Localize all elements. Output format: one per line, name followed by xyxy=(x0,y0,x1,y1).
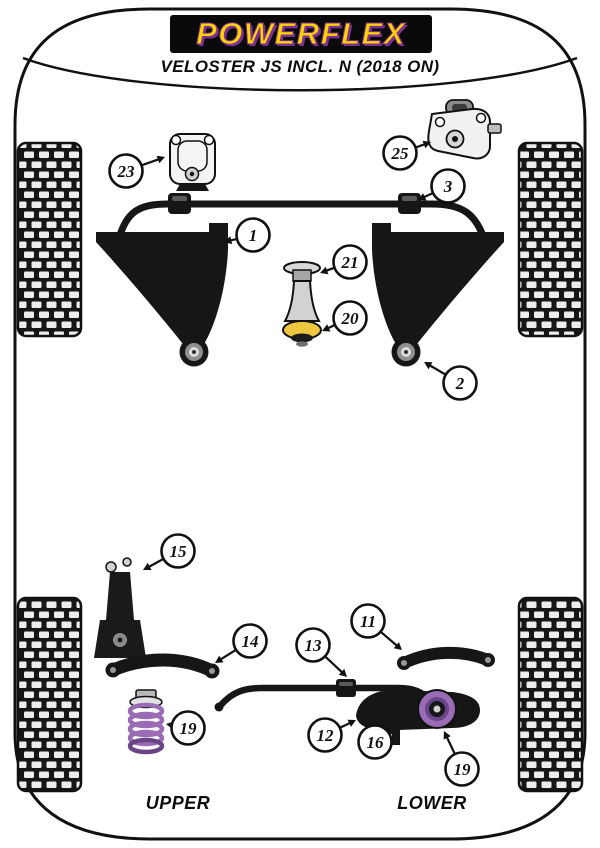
callout-arrow xyxy=(427,363,447,376)
callout-arrow xyxy=(324,655,345,675)
callout-circle[interactable] xyxy=(108,153,144,189)
callout-19[interactable]: 19 xyxy=(166,710,206,746)
callout-circle[interactable] xyxy=(430,168,466,204)
powerflex-logo: POWERFLEX xyxy=(170,15,432,53)
callout-number: 16 xyxy=(367,733,385,752)
callout-circle[interactable] xyxy=(332,244,368,280)
callout-20[interactable]: 20 xyxy=(322,300,368,336)
callout-1[interactable]: 1 xyxy=(224,217,271,253)
callout-11[interactable]: 11 xyxy=(350,603,403,651)
callout-2[interactable]: 2 xyxy=(424,362,478,401)
rear-beam xyxy=(356,689,480,745)
lower-label: LOWER xyxy=(397,793,467,813)
callout-number: 25 xyxy=(391,144,410,163)
rear-spring-isolator xyxy=(127,689,165,755)
tire-front-right xyxy=(517,141,584,338)
callout-14[interactable]: 14 xyxy=(215,623,268,664)
callout-circle[interactable] xyxy=(444,751,480,787)
callout-arrowhead-icon xyxy=(224,236,233,245)
callout-number: 19 xyxy=(454,760,472,779)
engine-mount xyxy=(169,133,216,191)
callout-number: 21 xyxy=(341,253,359,272)
front-lower-arm-left xyxy=(96,223,228,344)
callout-12[interactable]: 12 xyxy=(307,717,357,753)
front-arm-bushing-left xyxy=(179,337,209,367)
callout-number: 11 xyxy=(360,612,376,631)
front-arm-bushing-right xyxy=(391,337,421,367)
callout-number: 19 xyxy=(180,719,198,738)
callout-circle[interactable] xyxy=(350,603,386,639)
front-lower-arm-right xyxy=(372,223,504,344)
rear-suspension xyxy=(94,557,495,755)
callout-number: 1 xyxy=(249,226,258,245)
callout-circle[interactable] xyxy=(235,217,271,253)
hood-line xyxy=(22,56,578,92)
car-body-outline xyxy=(13,7,587,841)
callout-number: 14 xyxy=(242,632,259,651)
callout-arrowhead-icon xyxy=(156,155,165,164)
tire-front-left xyxy=(16,141,83,338)
callout-arrowhead-icon xyxy=(338,668,347,677)
callout-21[interactable]: 21 xyxy=(320,244,368,280)
tire-rear-right xyxy=(517,596,584,793)
callout-25[interactable]: 25 xyxy=(382,135,432,171)
callout-arrow xyxy=(218,648,237,662)
callout-15[interactable]: 15 xyxy=(143,533,196,571)
callout-circle[interactable] xyxy=(160,533,196,569)
callout-arrowhead-icon xyxy=(424,362,433,370)
callout-circle[interactable] xyxy=(295,627,331,663)
tires xyxy=(16,141,584,793)
callout-arrow xyxy=(379,630,399,648)
callout-16[interactable]: 16 xyxy=(357,724,393,760)
callout-number: 12 xyxy=(317,726,335,745)
callout-arrow xyxy=(141,157,161,167)
callout-number: 15 xyxy=(170,542,188,561)
callout-circle[interactable] xyxy=(170,710,206,746)
callout-circle[interactable] xyxy=(307,717,343,753)
callout-arrowhead-icon xyxy=(322,324,331,332)
rear-beam-bushing xyxy=(417,689,457,729)
callout-arrowhead-icon xyxy=(418,193,427,201)
callout-circle[interactable] xyxy=(332,300,368,336)
callout-circle[interactable] xyxy=(442,365,478,401)
callout-arrow xyxy=(445,735,456,755)
callout-circle[interactable] xyxy=(232,623,268,659)
callout-3[interactable]: 3 xyxy=(418,168,466,204)
callout-arrowhead-icon xyxy=(393,642,402,650)
callout-arrowhead-icon xyxy=(143,562,152,570)
callout-number: 2 xyxy=(455,374,465,393)
callout-arrow xyxy=(146,557,165,569)
powerflex-logo-text: POWERFLEX xyxy=(196,16,406,52)
callout-number: 13 xyxy=(305,636,323,655)
lower-torque-mount xyxy=(282,261,322,347)
callout-arrowhead-icon xyxy=(215,655,224,663)
callout-arrowhead-icon xyxy=(320,266,329,275)
callout-19[interactable]: 19 xyxy=(443,731,480,787)
callout-number: 20 xyxy=(341,309,360,328)
front-suspension xyxy=(96,99,504,367)
callout-arrowhead-icon xyxy=(422,140,431,149)
rear-upper-arm xyxy=(105,653,220,679)
rear-top-mount xyxy=(94,557,146,658)
callout-arrowhead-icon xyxy=(347,719,356,727)
callout-23[interactable]: 23 xyxy=(108,153,166,189)
callout-number: 23 xyxy=(117,162,136,181)
callout-circle[interactable] xyxy=(357,724,393,760)
callout-13[interactable]: 13 xyxy=(295,627,348,678)
callout-number: 3 xyxy=(443,177,453,196)
tire-rear-left xyxy=(16,596,83,793)
model-title: VELOSTER JS INCL. N (2018 ON) xyxy=(160,57,440,76)
upper-label: UPPER xyxy=(145,793,211,813)
callout-arrowhead-icon xyxy=(443,731,451,740)
callout-circle[interactable] xyxy=(382,135,418,171)
rear-lower-arm xyxy=(397,646,495,670)
